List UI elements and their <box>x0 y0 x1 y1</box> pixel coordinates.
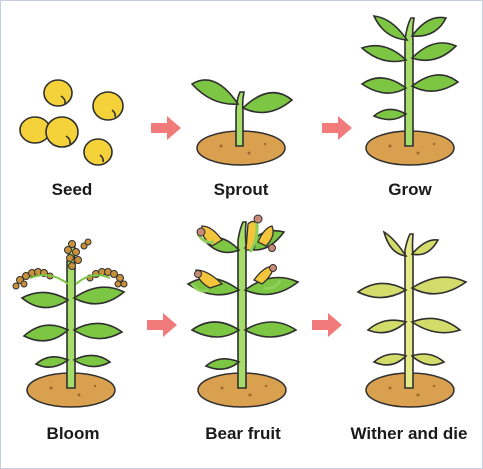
arrow-right-icon <box>322 116 352 140</box>
arrow-right-icon <box>312 313 342 337</box>
stage-label-wither-and-die: Wither and die <box>350 424 468 443</box>
stage-label-sprout: Sprout <box>213 180 269 199</box>
sprout-stage <box>190 79 294 166</box>
stage-label-bear-fruit: Bear fruit <box>205 424 281 443</box>
bloom-stage <box>12 238 128 408</box>
grow-stage <box>360 15 460 166</box>
seed-stage <box>19 79 124 166</box>
seed-pile <box>19 79 124 166</box>
wither-stage <box>356 230 468 408</box>
bear-fruit-stage <box>186 214 300 408</box>
stage-label-bloom: Bloom <box>46 424 100 443</box>
arrow-right-icon <box>151 116 181 140</box>
stage-label-grow: Grow <box>388 180 432 199</box>
arrow-right-icon <box>147 313 177 337</box>
stage-label-seed: Seed <box>51 180 93 199</box>
